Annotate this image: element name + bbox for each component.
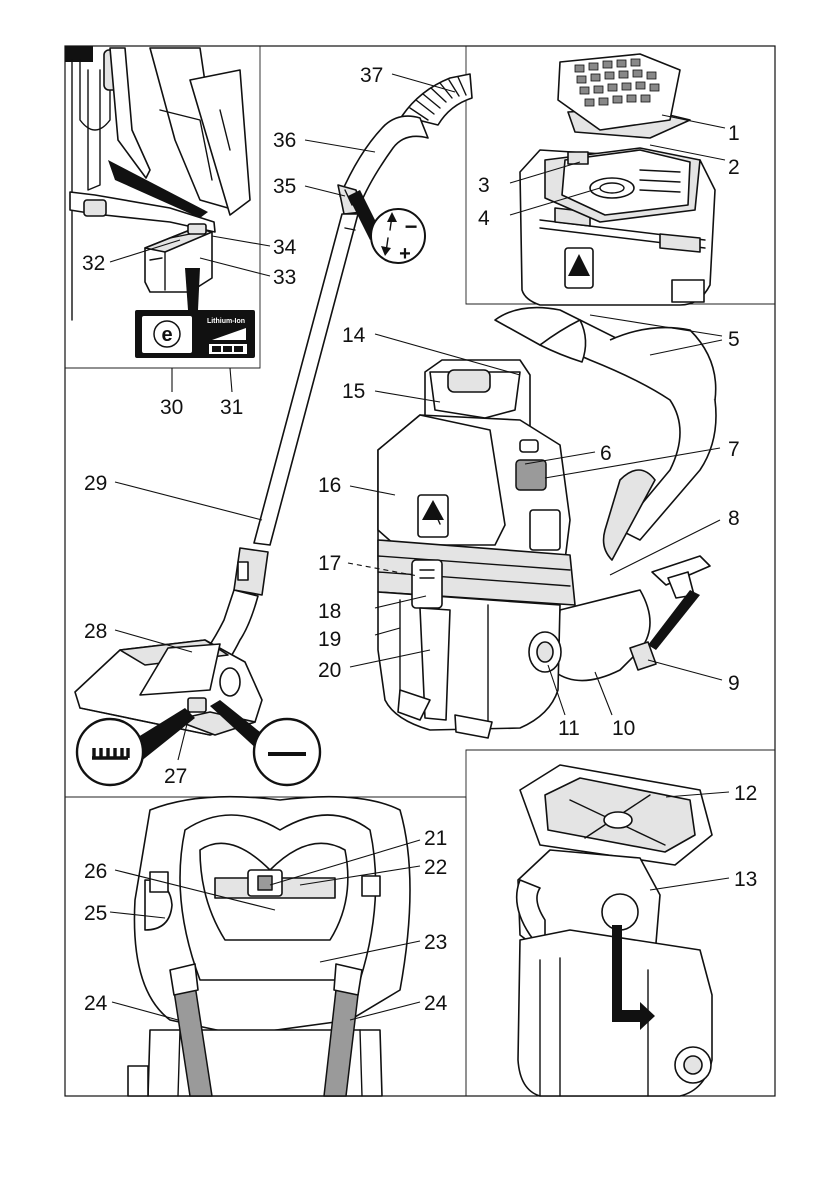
callout-24-right: 24 (424, 992, 448, 1015)
backpack-vacuum-illustration (378, 308, 716, 738)
callout-21: 21 (424, 827, 447, 850)
battery-type-label: Lithium-Ion (207, 318, 245, 325)
suction-minus-label: − (405, 214, 418, 239)
callout-24-left: 24 (84, 992, 108, 1015)
callout-29: 29 (84, 472, 107, 495)
carpet-mode-icon (77, 719, 143, 785)
callout-34: 34 (273, 236, 297, 259)
callout-33: 33 (273, 266, 296, 289)
eco-mode-letter: e (161, 324, 172, 346)
filter-detail-illustration (520, 54, 715, 305)
callout-25: 25 (84, 902, 107, 925)
callout-7: 7 (728, 438, 740, 461)
callout-10: 10 (612, 717, 635, 740)
callout-19: 19 (318, 628, 341, 651)
callout-31: 31 (220, 396, 243, 419)
callout-30: 30 (160, 396, 183, 419)
callout-26: 26 (84, 860, 107, 883)
callout-13: 13 (734, 868, 757, 891)
callout-20: 20 (318, 659, 341, 682)
callout-17: 17 (318, 552, 341, 575)
callout-23: 23 (424, 931, 447, 954)
callout-5: 5 (728, 328, 740, 351)
callout-1: 1 (728, 122, 740, 145)
callout-22: 22 (424, 856, 447, 879)
corner-tab (65, 46, 93, 62)
callout-11: 11 (558, 717, 580, 740)
callout-14: 14 (342, 324, 366, 347)
callout-4: 4 (478, 207, 490, 230)
callout-37: 37 (360, 64, 383, 87)
callout-32: 32 (82, 252, 105, 275)
callout-36: 36 (273, 129, 296, 152)
callout-28: 28 (84, 620, 107, 643)
callout-16: 16 (318, 474, 341, 497)
callout-27: 27 (164, 765, 187, 788)
dust-tank-illustration (517, 765, 712, 1096)
callout-9: 9 (728, 672, 740, 695)
callout-6: 6 (600, 442, 612, 465)
callout-12: 12 (734, 782, 757, 805)
suction-plus-label: + (399, 243, 411, 265)
battery-detail-illustration: e Lithium-Ion (70, 48, 255, 358)
callout-18: 18 (318, 600, 341, 623)
callout-35: 35 (273, 175, 296, 198)
callout-8: 8 (728, 507, 740, 530)
callout-3: 3 (478, 174, 490, 197)
callout-2: 2 (728, 156, 740, 179)
harness-back-view-illustration (128, 797, 410, 1096)
suction-adjust-icon-group: − + (348, 190, 425, 265)
callout-15: 15 (342, 380, 365, 403)
